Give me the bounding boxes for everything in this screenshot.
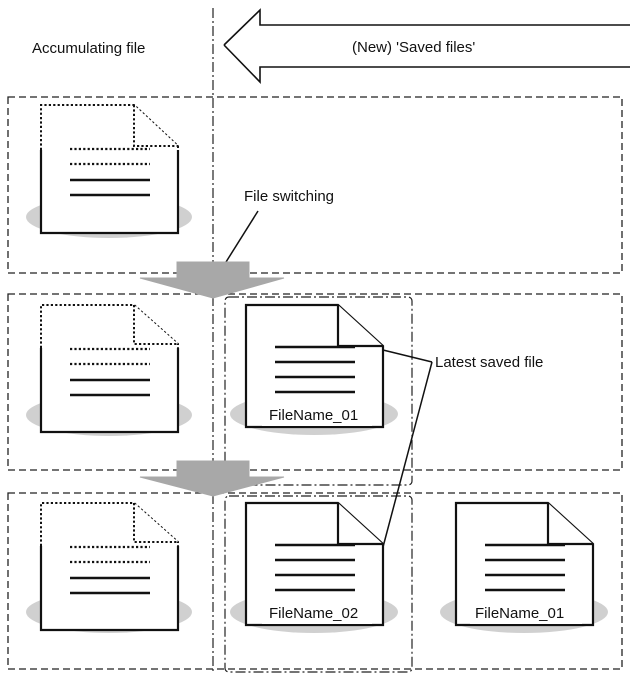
new-saved-files-arrow xyxy=(223,8,630,84)
saved-group-row-2 xyxy=(224,296,413,486)
file-name-row-2: FileName_01 xyxy=(269,407,358,424)
file-name-row-3-older: FileName_01 xyxy=(475,605,564,622)
switch-arrow-1 xyxy=(139,261,285,299)
new-saved-files-label: (New) 'Saved files' xyxy=(352,39,475,56)
accumulating-file-icon-row-3 xyxy=(26,502,192,633)
accumulating-file-label: Accumulating file xyxy=(32,40,145,57)
accumulating-file-icon-row-1 xyxy=(26,104,192,238)
accumulating-file-icon-row-2 xyxy=(26,304,192,436)
file-name-row-3-latest: FileName_02 xyxy=(269,605,358,622)
saved-file-icon-row-3-latest xyxy=(230,501,398,633)
file-switching-leader xyxy=(225,210,259,263)
saved-file-icon-row-2 xyxy=(230,303,398,435)
row-2-box xyxy=(7,293,623,471)
switch-arrow-2 xyxy=(139,460,285,497)
row-3-box xyxy=(7,492,623,670)
latest-connector-row-2 xyxy=(382,349,433,363)
latest-connector-row-3 xyxy=(382,361,433,548)
row-1-box xyxy=(7,96,623,274)
latest-saved-file-label: Latest saved file xyxy=(435,354,543,371)
saved-file-icon-row-3-older xyxy=(440,501,608,633)
file-switching-label: File switching xyxy=(244,188,334,205)
